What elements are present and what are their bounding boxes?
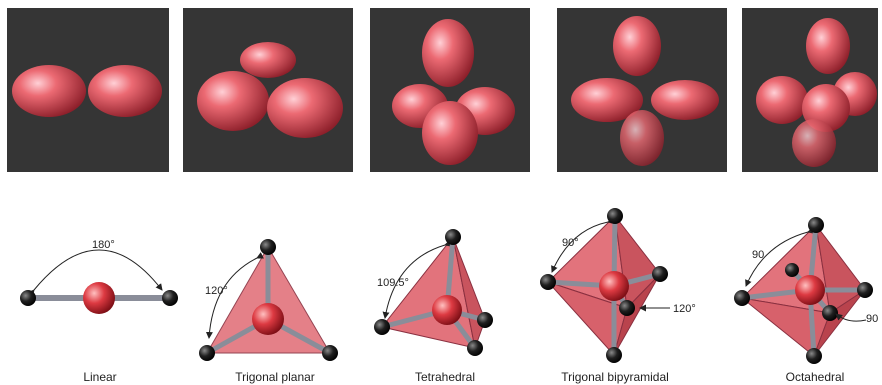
outer-atom [822,305,838,321]
outer-atom [20,290,36,306]
photo-octahedral-balloons [742,8,878,172]
photo-trigonal-planar-balloons [183,8,353,172]
angle-label: 109.5° [377,277,409,289]
balloon [422,19,474,87]
balloon [613,16,661,76]
balloon [792,119,836,167]
tetrahedral-model: 109.5° [365,200,505,365]
balloon [422,101,478,165]
central-atom [252,303,284,335]
central-atom [83,282,115,314]
balloon [12,65,86,117]
outer-atom [734,290,750,306]
linear-model: 180° [10,200,185,360]
outer-atom [619,300,635,316]
outer-atom [445,229,461,245]
balloon [88,65,162,117]
photo-linear-balloons [7,8,169,172]
outer-atom [607,208,623,224]
outer-atom [260,239,276,255]
balloon [756,76,808,124]
central-atom [432,295,462,325]
trigonal-planar-model: 120° [195,200,345,365]
outer-atom [808,217,824,233]
outer-atom [785,263,799,277]
outer-atom [162,290,178,306]
photo-trigonal-bipyramidal-balloons [557,8,727,172]
balloon [651,80,719,120]
central-atom [599,271,629,301]
outer-atom [374,319,390,335]
outer-atom [199,345,215,361]
caption-tetrahedral: Tetrahedral [395,370,495,384]
angle-label: 120° [205,285,228,297]
balloon [806,18,850,74]
outer-atom [806,348,822,364]
photo-tetrahedral-balloons [370,8,530,172]
outer-atom [322,345,338,361]
outer-atom [606,347,622,363]
outer-atom [857,282,873,298]
balloon [197,71,269,131]
caption-trigonal-planar: Trigonal planar [215,370,335,384]
balloon [620,110,664,166]
octahedral-model: 90 90 [730,200,880,365]
trigonal-bipyramidal-model: 90° 120° [530,200,710,365]
angle-label: 180° [92,239,115,251]
angle-label: 90° [562,237,579,249]
angle-label: 90 [752,249,764,261]
caption-octahedral: Octahedral [765,370,865,384]
angle-label: 120° [673,303,696,315]
outer-atom [540,274,556,290]
balloon [267,78,343,138]
balloon [240,42,296,78]
outer-atom [652,266,668,282]
angle-label: 90 [866,313,878,325]
caption-linear: Linear [60,370,140,384]
caption-trigonal-bipyramidal: Trigonal bipyramidal [540,370,690,384]
outer-atom [467,340,483,356]
outer-atom [477,312,493,328]
central-atom [795,275,825,305]
